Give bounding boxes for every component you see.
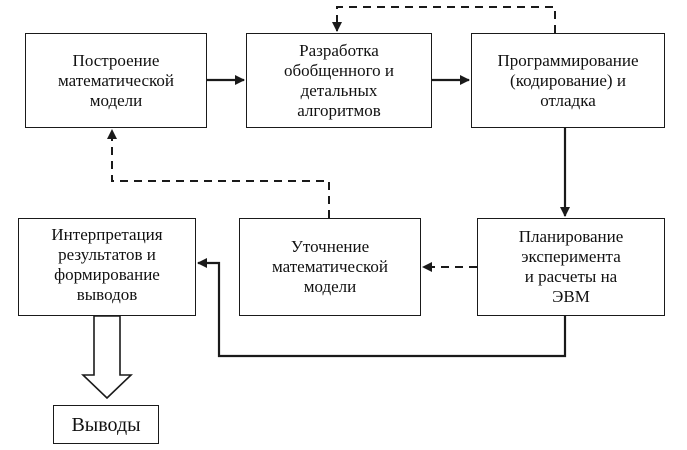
node-conclusions-label: Выводы <box>71 413 141 436</box>
node-programming-label: Программирование (кодирование) и отладка <box>497 50 639 110</box>
node-experiment-planning-label: Планирование эксперимента и расчеты на Э… <box>518 227 624 306</box>
arrow-experiment-to-interpretation <box>197 258 567 358</box>
node-interpretation: Интерпретация результатов и формирование… <box>18 218 196 316</box>
node-model-building: Построение математической модели <box>25 33 207 128</box>
node-algorithm-development-label: Разработка обобщенного и детальных алгор… <box>283 40 395 120</box>
node-interpretation-label: Интерпретация результатов и формирование… <box>51 225 163 304</box>
dashed-arrow-programming-to-algorithms <box>332 6 556 33</box>
node-model-refinement: Уточнение математической модели <box>239 218 421 316</box>
node-model-refinement-label: Уточнение математической модели <box>271 237 389 296</box>
node-experiment-planning: Планирование эксперимента и расчеты на Э… <box>477 218 665 316</box>
node-conclusions: Выводы <box>53 405 159 444</box>
node-programming: Программирование (кодирование) и отладка <box>471 33 665 128</box>
node-algorithm-development: Разработка обобщенного и детальных алгор… <box>246 33 432 128</box>
dashed-arrow-refinement-to-model <box>107 129 330 218</box>
hollow-arrow-interpretation-to-conclusions <box>81 315 133 400</box>
node-model-building-label: Построение математической модели <box>57 50 175 110</box>
